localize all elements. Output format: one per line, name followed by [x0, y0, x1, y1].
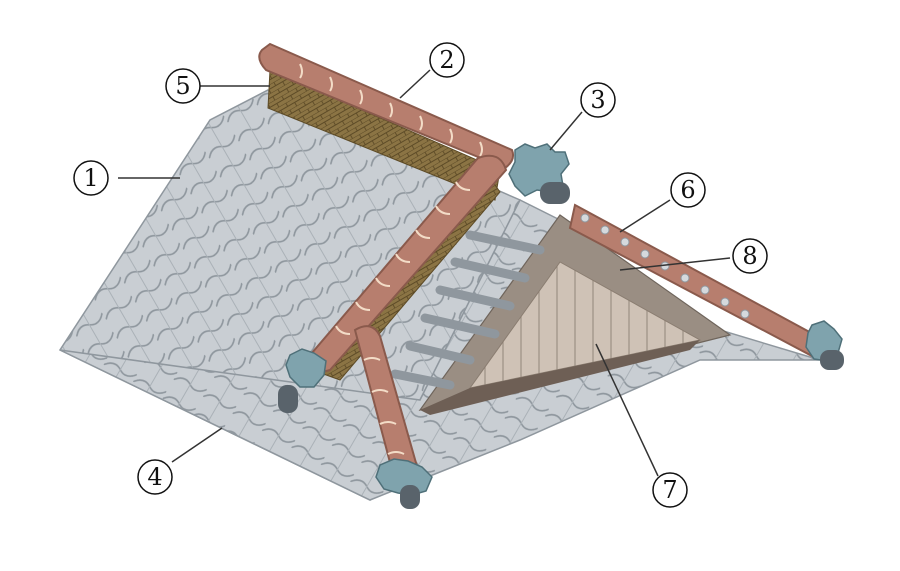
label-5-text: 5	[175, 72, 190, 100]
gable-shadow	[420, 340, 700, 415]
label-2: 2	[429, 42, 465, 78]
label-3-text: 3	[590, 86, 605, 114]
label-6-text: 6	[680, 176, 695, 204]
ridge-cap-corner-bands	[363, 357, 405, 455]
label-3: 3	[580, 82, 616, 118]
ridge-cap-main-bands	[299, 63, 483, 157]
label-1-text: 1	[83, 164, 98, 192]
label-7-text: 7	[662, 476, 677, 504]
label-5: 5	[165, 68, 201, 104]
onigawara-bottom	[375, 458, 433, 509]
label-7: 7	[652, 472, 688, 508]
label-2-text: 2	[439, 46, 454, 74]
label-4: 4	[137, 459, 173, 495]
leader-lines	[118, 69, 731, 477]
gable-bead-edge	[580, 213, 750, 319]
label-6: 6	[670, 172, 706, 208]
ridge-brick-main	[267, 69, 501, 201]
onigawara-left	[278, 348, 327, 413]
label-8-text: 8	[742, 242, 757, 270]
ridge-cap-hip-bands	[335, 181, 471, 335]
onigawara-top	[508, 143, 570, 204]
label-4-text: 4	[147, 463, 162, 491]
label-8: 8	[732, 238, 768, 274]
label-1: 1	[73, 160, 109, 196]
roof-ribs	[390, 230, 545, 390]
onigawara-right	[805, 320, 844, 370]
